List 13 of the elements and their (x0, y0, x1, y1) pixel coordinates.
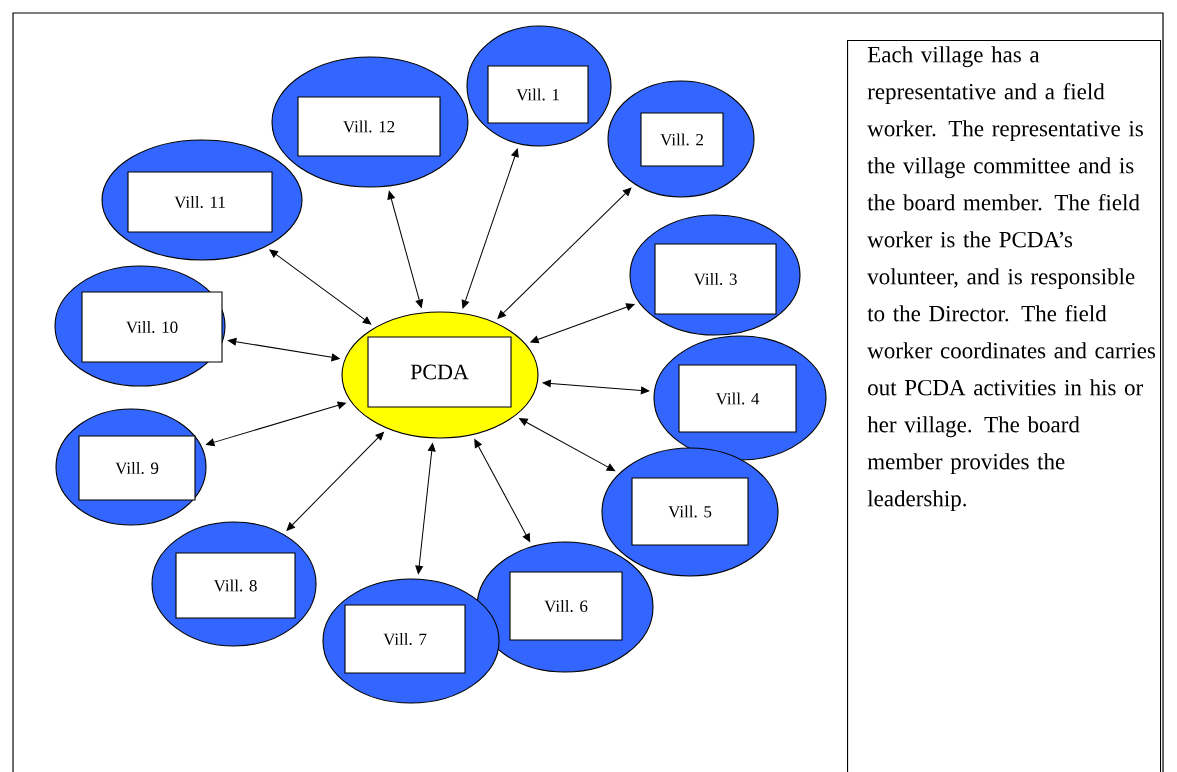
arrow (387, 191, 424, 308)
arrow (286, 431, 384, 531)
arrow (530, 303, 635, 344)
arrow (206, 401, 346, 447)
arrow (269, 249, 372, 325)
arrow (497, 187, 632, 319)
text-box: Each village has a representative and a field worker. The representative is the village committee and is the board member. The field worker is the PCDA’s volunteer, and is responsible to the Director. The field worker coordinates and carries out PCDA activities in his or her village. The board member provides the leadership. (847, 40, 1162, 772)
arrow (519, 418, 616, 472)
arrow (415, 443, 436, 574)
arrow (228, 337, 340, 362)
arrow (542, 379, 650, 395)
arrow (461, 148, 519, 309)
arrow (474, 439, 531, 542)
